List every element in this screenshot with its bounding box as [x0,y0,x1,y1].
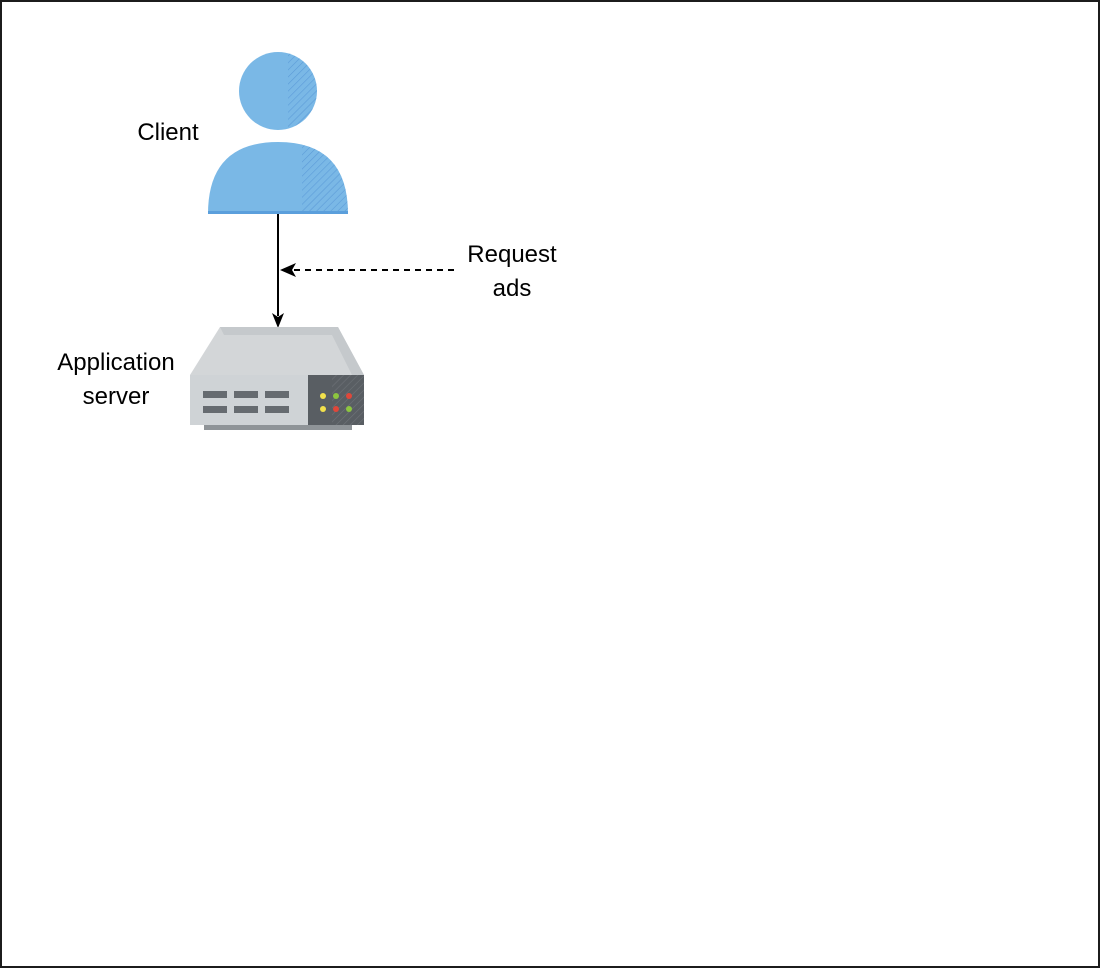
request-ads-label: Request ads [467,241,557,302]
application-server-label: Application server [57,349,175,410]
server-vents [203,391,289,413]
client-to-server-edge [272,214,284,328]
client-label: Client [137,119,199,146]
server-top [190,327,364,375]
user-icon [208,52,348,214]
server-icon [190,327,364,430]
server-status-lights [320,393,352,412]
request-ads-arrow [280,263,454,277]
server-front [190,375,308,425]
